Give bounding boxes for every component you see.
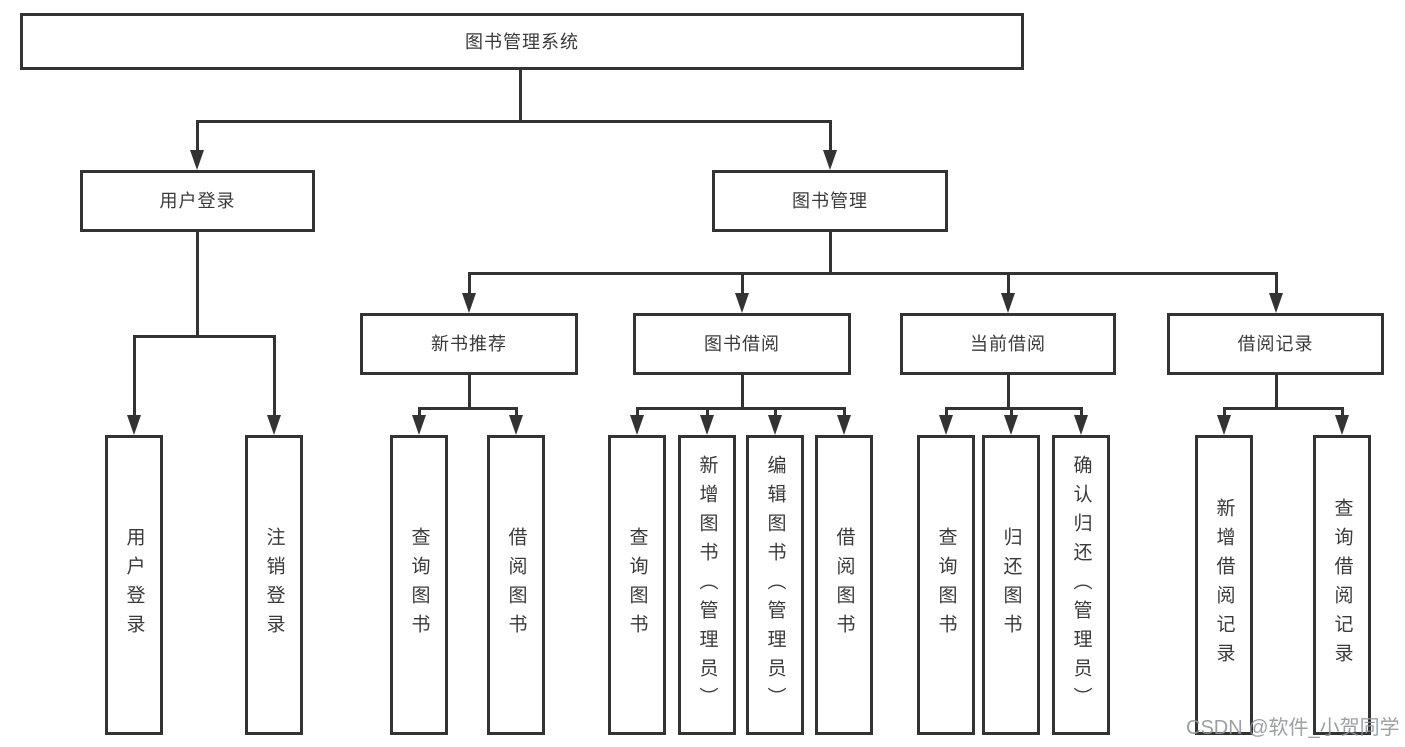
connector-line: [133, 335, 136, 415]
leaf-bb-query-books: 查询图书: [608, 435, 666, 735]
leaf-br-add-record: 新增借阅记录: [1195, 435, 1253, 735]
leaf-bb-edit-books-admin: 编辑图书（管理员）: [746, 435, 804, 735]
node-label: 编辑图书（管理员）: [764, 454, 786, 716]
node-label: 当前借阅: [970, 334, 1046, 354]
node-book-management: 图书管理: [712, 170, 948, 232]
arrow-down-icon: [837, 415, 851, 435]
node-label: 查询图书: [408, 527, 430, 643]
arrow-down-icon: [768, 415, 782, 435]
node-label: 确认归还（管理员）: [1070, 454, 1092, 716]
connector-line: [418, 407, 421, 415]
connector-line: [945, 407, 1083, 410]
arrow-down-icon: [127, 415, 141, 435]
arrow-down-icon: [509, 415, 523, 435]
arrow-down-icon: [1269, 293, 1283, 313]
connector-line: [1007, 272, 1010, 293]
node-label: 借阅图书: [833, 527, 855, 643]
node-label: 新增借阅记录: [1213, 498, 1235, 672]
arrow-down-icon: [462, 293, 476, 313]
connector-line: [741, 272, 744, 293]
node-borrowing-records: 借阅记录: [1167, 313, 1384, 375]
node-current-borrowing: 当前借阅: [900, 313, 1116, 375]
node-label: 查询借阅记录: [1331, 498, 1353, 672]
node-label: 借阅记录: [1237, 334, 1314, 354]
node-label: 新书推荐: [431, 334, 507, 354]
node-label: 新增图书（管理员）: [696, 454, 718, 716]
connector-line: [945, 407, 948, 415]
connector-line: [1341, 407, 1344, 415]
arrow-down-icon: [630, 415, 644, 435]
connector-line: [515, 407, 518, 415]
arrow-down-icon: [190, 150, 204, 170]
arrow-down-icon: [1335, 415, 1349, 435]
connector-line: [774, 407, 777, 415]
connector-line: [196, 232, 199, 335]
arrow-down-icon: [939, 415, 953, 435]
arrow-down-icon: [1074, 415, 1088, 435]
arrow-down-icon: [412, 415, 426, 435]
node-user-login: 用户登录: [80, 170, 315, 232]
arrow-down-icon: [267, 415, 281, 435]
connector-line: [1223, 407, 1226, 415]
connector-line: [843, 407, 846, 415]
connector-line: [1223, 407, 1344, 410]
arrow-down-icon: [1001, 293, 1015, 313]
node-label: 查询图书: [935, 527, 957, 643]
node-label: 归还图书: [1000, 527, 1022, 643]
arrow-down-icon: [823, 150, 837, 170]
connector-line: [519, 70, 522, 120]
connector-line: [468, 272, 1278, 275]
connector-line: [468, 272, 471, 293]
node-label: 借阅图书: [505, 527, 527, 643]
connector-line: [133, 335, 276, 338]
connector-line: [468, 375, 471, 407]
arrow-down-icon: [1217, 415, 1231, 435]
leaf-logout: 注销登录: [245, 435, 303, 735]
leaf-cb-query-books: 查询图书: [917, 435, 975, 735]
connector-line: [829, 232, 832, 272]
node-label: 图书管理: [792, 191, 868, 211]
node-label: 用户登录: [123, 527, 145, 643]
node-book-borrowing: 图书借阅: [633, 313, 851, 375]
connector-line: [829, 120, 832, 150]
csdn-watermark: CSDN @软件_小贺同学: [1186, 717, 1400, 739]
node-library-management-system: 图书管理系统: [20, 13, 1024, 70]
node-new-book-recommend: 新书推荐: [360, 313, 578, 375]
node-label: 查询图书: [626, 527, 648, 643]
connector-line: [741, 375, 744, 407]
leaf-rec-borrow-books: 借阅图书: [487, 435, 545, 735]
leaf-bb-borrow-books: 借阅图书: [815, 435, 873, 735]
connector-line: [273, 335, 276, 415]
connector-line: [636, 407, 846, 410]
leaf-cb-confirm-return-admin: 确认归还（管理员）: [1052, 435, 1110, 735]
leaf-rec-query-books: 查询图书: [390, 435, 448, 735]
connector-line: [1010, 407, 1013, 415]
connector-line: [1275, 272, 1278, 293]
connector-line: [1275, 375, 1278, 407]
leaf-br-query-record: 查询借阅记录: [1313, 435, 1371, 735]
leaf-bb-add-books-admin: 新增图书（管理员）: [678, 435, 736, 735]
node-label: 注销登录: [263, 527, 285, 643]
connector-line: [196, 120, 199, 150]
node-label: 图书借阅: [704, 334, 780, 354]
leaf-user-login: 用户登录: [105, 435, 163, 735]
arrow-down-icon: [700, 415, 714, 435]
node-label: 用户登录: [159, 191, 236, 211]
connector-line: [1080, 407, 1083, 415]
arrow-down-icon: [1004, 415, 1018, 435]
leaf-cb-return-books: 归还图书: [982, 435, 1040, 735]
connector-line: [1007, 375, 1010, 407]
node-label: 图书管理系统: [465, 31, 579, 52]
arrow-down-icon: [735, 293, 749, 313]
connector-line: [418, 407, 518, 410]
connector-line: [196, 120, 832, 123]
connector-line: [706, 407, 709, 415]
connector-line: [636, 407, 639, 415]
